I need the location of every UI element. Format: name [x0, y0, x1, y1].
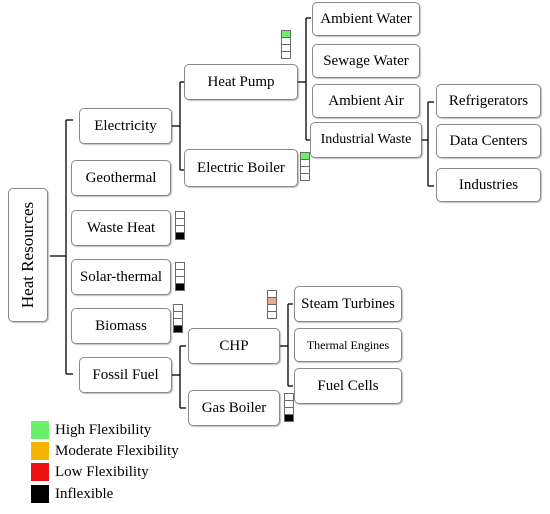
node-sewage-water: Sewage Water: [312, 44, 420, 78]
legend-item-moderate: Moderate Flexibility: [31, 442, 179, 460]
node-waste-heat: Waste Heat: [71, 210, 171, 246]
flexibility-cell: [300, 173, 310, 181]
node-industries: Industries: [436, 168, 541, 202]
legend-label-moderate: Moderate Flexibility: [55, 442, 179, 459]
flexibility-indicator-electric-boiler: [300, 152, 310, 181]
node-heat-pump: Heat Pump: [184, 64, 298, 100]
flexibility-cell: [175, 283, 185, 291]
node-chp: CHP: [188, 328, 280, 364]
node-fossil-fuel: Fossil Fuel: [79, 357, 172, 393]
legend-swatch-high: [31, 421, 49, 439]
flexibility-indicator-chp: [267, 290, 277, 319]
node-electricity: Electricity: [79, 108, 172, 144]
legend-label-high: High Flexibility: [55, 421, 152, 438]
node-electric-boiler: Electric Boiler: [184, 149, 298, 187]
flexibility-cell: [175, 232, 185, 240]
node-thermal-engines: Thermal Engines: [294, 328, 402, 362]
legend-swatch-inflexible: [31, 485, 49, 503]
node-data-centers: Data Centers: [436, 124, 541, 158]
legend-swatch-moderate: [31, 442, 49, 460]
root-node: Heat Resources: [8, 188, 48, 322]
legend-label-low: Low Flexibility: [55, 463, 149, 480]
node-solar-thermal: Solar-thermal: [71, 259, 171, 295]
flexibility-cell: [173, 325, 183, 333]
legend-label-inflexible: Inflexible: [55, 485, 114, 502]
node-geothermal: Geothermal: [71, 160, 171, 196]
flexibility-indicator-heat-pump: [281, 30, 291, 59]
node-ambient-air: Ambient Air: [312, 84, 420, 118]
flexibility-indicator-waste-heat: [175, 211, 185, 240]
node-ambient-water: Ambient Water: [312, 2, 420, 36]
node-biomass: Biomass: [71, 308, 171, 344]
flexibility-indicator-gas-boiler: [284, 393, 294, 422]
flexibility-indicator-biomass: [173, 304, 183, 333]
legend-item-high: High Flexibility: [31, 421, 151, 439]
node-fuel-cells: Fuel Cells: [294, 368, 402, 404]
node-industrial-waste: Industrial Waste: [310, 122, 422, 158]
flexibility-indicator-solar-thermal: [175, 262, 185, 291]
root-label: Heat Resources: [18, 201, 37, 309]
legend-item-inflexible: Inflexible: [31, 485, 113, 503]
flexibility-cell: [284, 414, 294, 422]
node-refrigerators: Refrigerators: [436, 84, 541, 118]
flexibility-cell: [281, 51, 291, 59]
legend-item-low: Low Flexibility: [31, 463, 149, 481]
node-gas-boiler: Gas Boiler: [188, 390, 280, 426]
node-steam-turbines: Steam Turbines: [294, 286, 402, 322]
legend-swatch-low: [31, 463, 49, 481]
flexibility-cell: [267, 311, 277, 319]
